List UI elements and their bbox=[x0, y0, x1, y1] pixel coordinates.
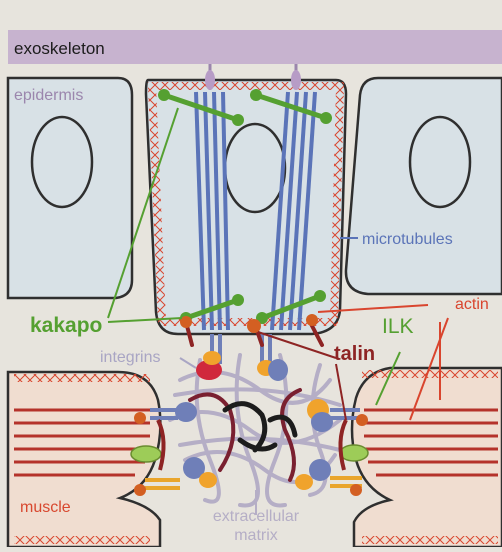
muscle-label: muscle bbox=[20, 499, 71, 516]
matrix-label: matrix bbox=[234, 527, 278, 544]
epidermis-cell-left bbox=[8, 78, 132, 298]
actin-label: actin bbox=[455, 296, 489, 313]
epidermis-label: epidermis bbox=[14, 87, 83, 104]
ilk-label: ILK bbox=[382, 315, 414, 338]
microtubules-label: microtubules bbox=[362, 231, 453, 248]
ilk-right bbox=[340, 445, 368, 461]
muscle-cell-right bbox=[352, 368, 502, 547]
epidermis-cell-right bbox=[346, 78, 502, 294]
exoskeleton-label: exoskeleton bbox=[14, 39, 105, 58]
kakapo-label: kakapo bbox=[30, 314, 102, 337]
integrins-label: integrins bbox=[100, 349, 160, 366]
ilk-left bbox=[131, 446, 161, 462]
extracellular-label: extracellular bbox=[213, 508, 300, 525]
talin-label: talin bbox=[334, 343, 375, 365]
